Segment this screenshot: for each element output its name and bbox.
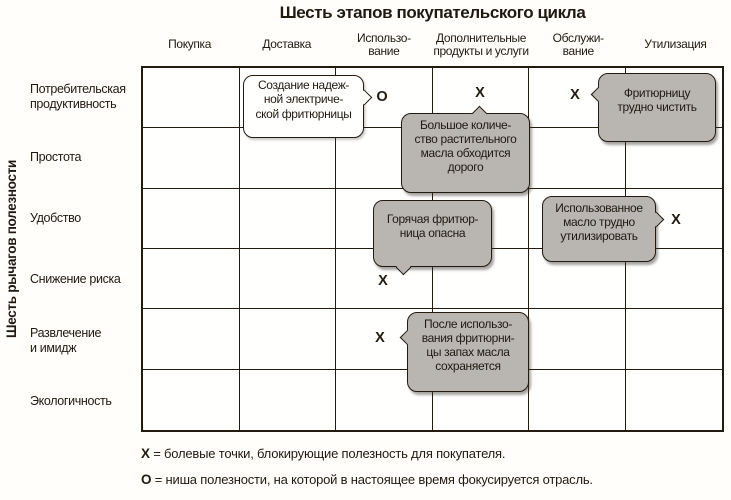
grid-cell: [143, 309, 240, 370]
grid-cell: [239, 309, 336, 370]
marker-x-use-risk: X: [378, 273, 388, 289]
legend: X = болевые точки, блокирующие полезност…: [141, 446, 593, 498]
column-header-service: Обслужи- вание: [552, 30, 604, 58]
grid-cell: [143, 128, 240, 189]
legend-pain-points: X = болевые точки, блокирующие полезност…: [141, 446, 593, 461]
marker-x-addons: X: [475, 85, 485, 101]
row-label-risk: Снижение риска: [30, 272, 121, 287]
callout-oil-expensive: Большое количе- ство растительного масла…: [401, 105, 530, 193]
y-axis-label: Шесть рычагов полезности: [4, 159, 19, 339]
callout-oil-disposal: Использованное масло трудно утилизироват…: [542, 196, 664, 262]
row-label-productivity: Потребительская продуктивность: [30, 82, 126, 111]
row-label-eco: Экологичность: [30, 394, 112, 409]
marker-x-service: X: [570, 87, 580, 103]
grid-cell: [625, 309, 722, 370]
callout-hard-to-clean: Фритюрницу трудно чистить: [590, 73, 716, 142]
grid-cell: [433, 369, 529, 430]
grid-cell: [529, 128, 626, 189]
grid-cell: [143, 188, 240, 249]
grid-cell: [529, 248, 626, 310]
grid-cell: [336, 248, 433, 310]
row-label-fun-image: Развлечение и имидж: [30, 326, 102, 355]
legend-pain-text: = болевые точки, блокирующие полезность …: [149, 446, 506, 461]
grid-cell: [336, 68, 433, 129]
marker-o-use: O: [376, 89, 388, 105]
grid-cell: [529, 369, 626, 430]
grid-cell: [336, 369, 433, 430]
marker-x-disposal: X: [671, 212, 681, 228]
grid-cell: [239, 248, 336, 310]
diagram-title: Шесть этапов покупательского цикла: [279, 3, 586, 22]
column-header-delivery: Доставка: [262, 37, 312, 52]
row-label-convenience: Удобство: [30, 211, 81, 226]
column-headers: Покупка Доставка Использо- вание Дополни…: [141, 26, 724, 64]
column-header-use: Использо- вание: [357, 30, 411, 58]
grid-cell: [143, 68, 240, 129]
grid-cell: [432, 248, 529, 310]
row-label-simplicity: Простота: [30, 150, 82, 165]
grid-cell: [625, 189, 722, 249]
row-labels: Потребительская продуктивность Простота …: [30, 66, 140, 432]
grid-cell: [143, 248, 240, 310]
callout-oil-smell: После использо- вания фритюрни- цы запах…: [399, 312, 529, 392]
grid-cell: [239, 128, 336, 189]
column-header-purchase: Покупка: [168, 37, 212, 52]
grid-cell: [626, 370, 723, 430]
grid-cell: [239, 188, 336, 249]
grid-cell: [240, 369, 336, 430]
legend-x-symbol: X: [141, 446, 150, 461]
grid-cell: [625, 249, 722, 310]
marker-x-use-image: X: [375, 330, 385, 346]
grid-cell: [143, 369, 240, 430]
grid-cell: [529, 309, 626, 370]
column-header-disposal: Утилизация: [644, 37, 707, 52]
grid-cell: [625, 128, 722, 189]
legend-o-symbol: O: [141, 472, 152, 487]
legend-industry-focus: O = ниша полезности, на которой в настоя…: [141, 472, 593, 487]
callout-reliable-fryer: Создание надеж- ной электриче- ской фрит…: [243, 75, 372, 138]
legend-focus-text: = ниша полезности, на которой в настояще…: [151, 472, 593, 487]
callout-hot-fryer-danger: Горячая фритюр- ница опасна: [373, 200, 492, 275]
column-header-addons: Дополнительные продукты и услуги: [433, 30, 529, 58]
